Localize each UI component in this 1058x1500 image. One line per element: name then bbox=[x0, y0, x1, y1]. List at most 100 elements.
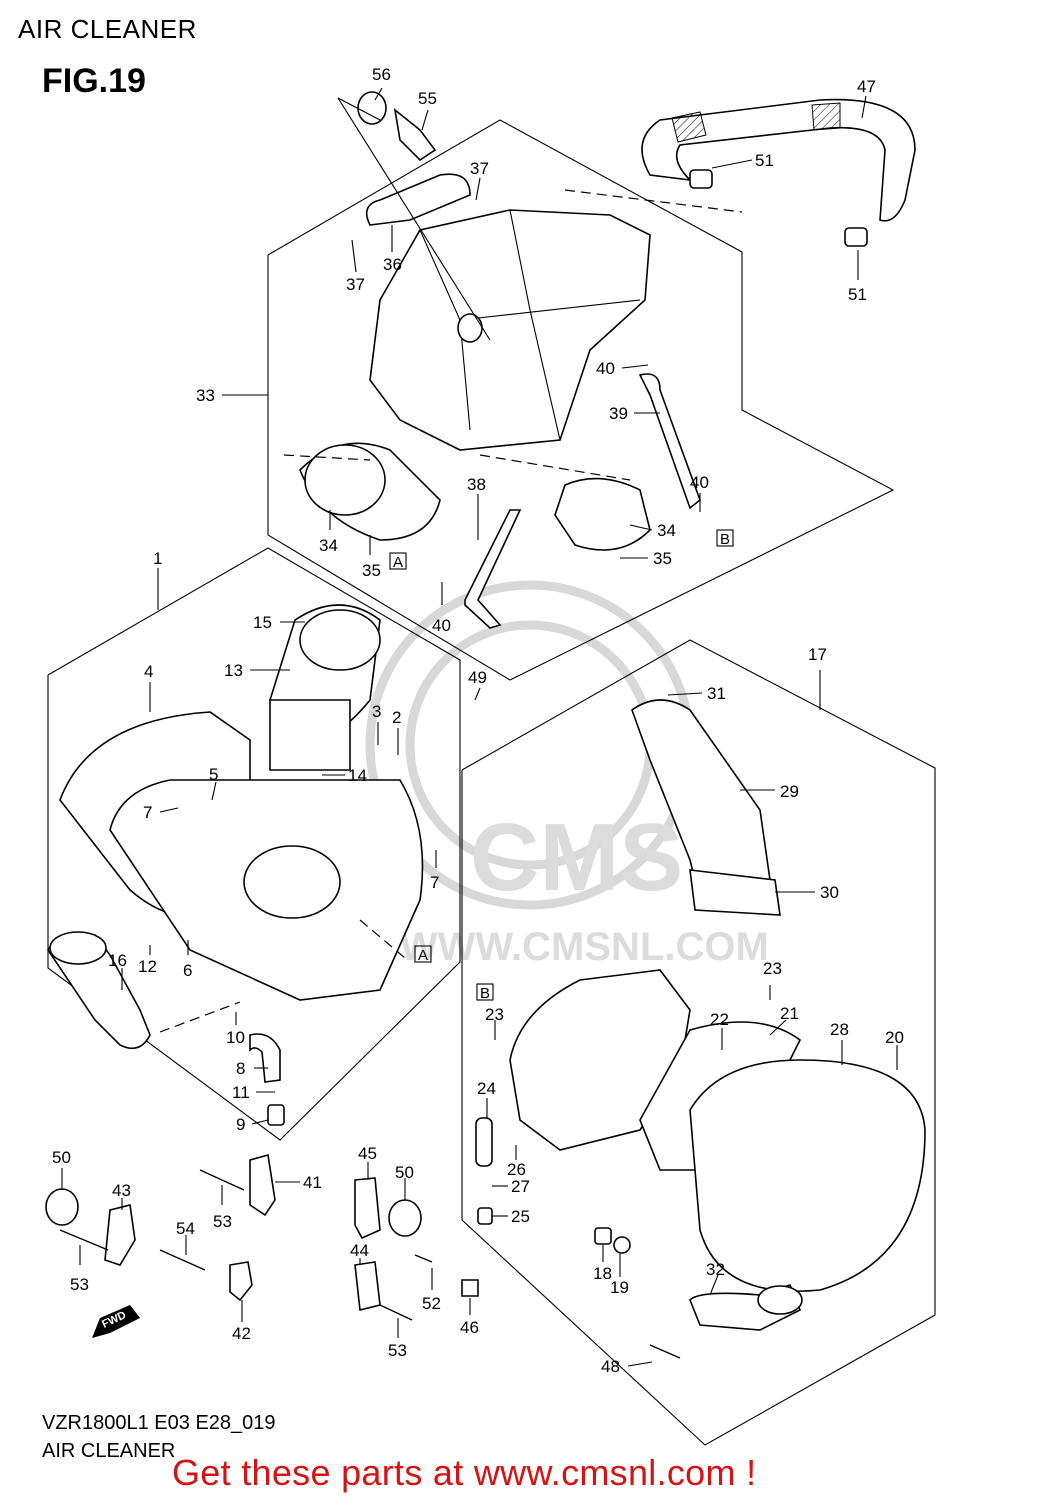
callout: 38 bbox=[467, 475, 486, 540]
part-number-label: 51 bbox=[755, 151, 774, 170]
callout: 16 bbox=[108, 951, 127, 990]
callout: 40 bbox=[690, 473, 709, 512]
callout: 35 bbox=[362, 535, 381, 580]
part-number-label: 28 bbox=[830, 1020, 849, 1039]
part-number-label: 10 bbox=[226, 1028, 245, 1047]
figure-number: FIG.19 bbox=[42, 62, 146, 100]
callout: 32 bbox=[706, 1260, 725, 1296]
part-number-label: 49 bbox=[468, 668, 487, 687]
callout: 23 bbox=[763, 959, 782, 1000]
callout: 21 bbox=[769, 1004, 799, 1036]
part-number-label: 35 bbox=[362, 561, 381, 580]
callout: 14 bbox=[322, 766, 367, 785]
part-number-label: 34 bbox=[657, 521, 676, 540]
part-number-label: 16 bbox=[108, 951, 127, 970]
part-number-label: 4 bbox=[144, 662, 153, 681]
breather-hose-group bbox=[564, 98, 916, 247]
callout: 53 bbox=[213, 1185, 232, 1231]
watermark-url: WWW.CMSNL.COM bbox=[400, 925, 769, 969]
part-number-label: 39 bbox=[609, 404, 628, 423]
part-number-label: 53 bbox=[388, 1341, 407, 1360]
callout: 48 bbox=[601, 1357, 653, 1376]
forward-direction-badge: FWD bbox=[92, 1305, 140, 1338]
part-number-label: 50 bbox=[52, 1148, 71, 1167]
part-number-label: 54 bbox=[176, 1219, 195, 1238]
part-number-label: 7 bbox=[143, 803, 152, 822]
callout: 25 bbox=[492, 1207, 530, 1226]
part-number-label: 23 bbox=[485, 1005, 504, 1024]
callout: 54 bbox=[176, 1219, 195, 1255]
watermark-brand: CMS bbox=[470, 804, 683, 911]
part-number-label: 37 bbox=[346, 275, 365, 294]
part-number-label: 18 bbox=[593, 1264, 612, 1283]
part-number-label: 34 bbox=[319, 536, 338, 555]
callout: 34 bbox=[629, 521, 676, 540]
callout: 51 bbox=[711, 151, 774, 170]
callout: 15 bbox=[253, 613, 305, 632]
part-number-label: 14 bbox=[348, 766, 367, 785]
part-number-label: 51 bbox=[848, 285, 867, 304]
callout: 40 bbox=[596, 359, 649, 378]
part-number-label: 43 bbox=[112, 1181, 131, 1200]
callout: 5 bbox=[209, 765, 218, 801]
part-number-label: 32 bbox=[706, 1260, 725, 1279]
part-number-label: 40 bbox=[690, 473, 709, 492]
callout: 52 bbox=[422, 1268, 441, 1313]
callout: 11 bbox=[232, 1083, 275, 1102]
part-number-label: 6 bbox=[183, 961, 192, 980]
part-number-label: 31 bbox=[707, 684, 726, 703]
callout: 47 bbox=[857, 77, 876, 119]
model-code: VZR1800L1 E03 E28_019 bbox=[42, 1412, 276, 1434]
part-number-label: 45 bbox=[358, 1144, 377, 1163]
part-number-label: 56 bbox=[372, 65, 391, 84]
part-number-label: 44 bbox=[350, 1241, 369, 1260]
callout: 49 bbox=[468, 668, 487, 701]
left-assembly-group bbox=[47, 547, 461, 1141]
part-number-label: 11 bbox=[232, 1083, 250, 1102]
callout: 51 bbox=[848, 250, 867, 304]
callout: 2 bbox=[392, 708, 401, 755]
callout: 34 bbox=[319, 510, 338, 555]
part-number-label: 30 bbox=[820, 883, 839, 902]
callout: 19 bbox=[610, 1253, 629, 1297]
part-number-label: 48 bbox=[601, 1357, 620, 1376]
callout: 50 bbox=[395, 1163, 414, 1200]
part-number-label: 24 bbox=[477, 1079, 496, 1098]
callout: 30 bbox=[775, 883, 839, 902]
part-number-label: 5 bbox=[209, 765, 218, 784]
part-number-label: 26 bbox=[507, 1160, 526, 1179]
callout: 39 bbox=[609, 404, 660, 423]
hardware-group bbox=[45, 1153, 681, 1359]
callout: 44 bbox=[350, 1241, 369, 1265]
part-number-label: 37 bbox=[470, 159, 489, 178]
callout: 46 bbox=[460, 1298, 479, 1337]
part-number-label: 50 bbox=[395, 1163, 414, 1182]
reference-box-a-lower: A bbox=[414, 945, 432, 964]
part-number-label: 23 bbox=[763, 959, 782, 978]
part-number-label: 9 bbox=[236, 1115, 245, 1134]
part-number-label: 47 bbox=[857, 77, 876, 96]
part-number-label: 52 bbox=[422, 1294, 441, 1313]
part-number-label: 7 bbox=[430, 873, 439, 892]
callout: 56 bbox=[372, 65, 391, 101]
callout: 10 bbox=[226, 1012, 245, 1047]
callout: 4 bbox=[144, 662, 153, 712]
callout: 53 bbox=[388, 1318, 407, 1360]
promo-banner-link[interactable]: Get these parts at www.cmsnl.com ! bbox=[172, 1452, 757, 1493]
part-number-label: 12 bbox=[138, 957, 157, 976]
callout: 29 bbox=[740, 782, 799, 801]
part-number-label: 1 bbox=[153, 549, 162, 568]
part-number-label: 21 bbox=[780, 1004, 799, 1023]
part-number-callouts: 56 55 47 37 51 37 36 51 33 40 39 40 38 3… bbox=[52, 65, 904, 1376]
part-number-label: 40 bbox=[432, 616, 451, 635]
part-number-label: 33 bbox=[196, 386, 215, 405]
callout: 22 bbox=[710, 1010, 729, 1050]
reference-box-label: A bbox=[418, 947, 428, 964]
footer-caption: AIR CLEANER bbox=[42, 1440, 176, 1462]
reference-box-b-lower: B bbox=[476, 983, 494, 1002]
callout: 27 bbox=[492, 1177, 530, 1196]
callout: 41 bbox=[275, 1173, 322, 1192]
callout: 33 bbox=[196, 386, 268, 405]
callout: 37 bbox=[346, 239, 365, 294]
